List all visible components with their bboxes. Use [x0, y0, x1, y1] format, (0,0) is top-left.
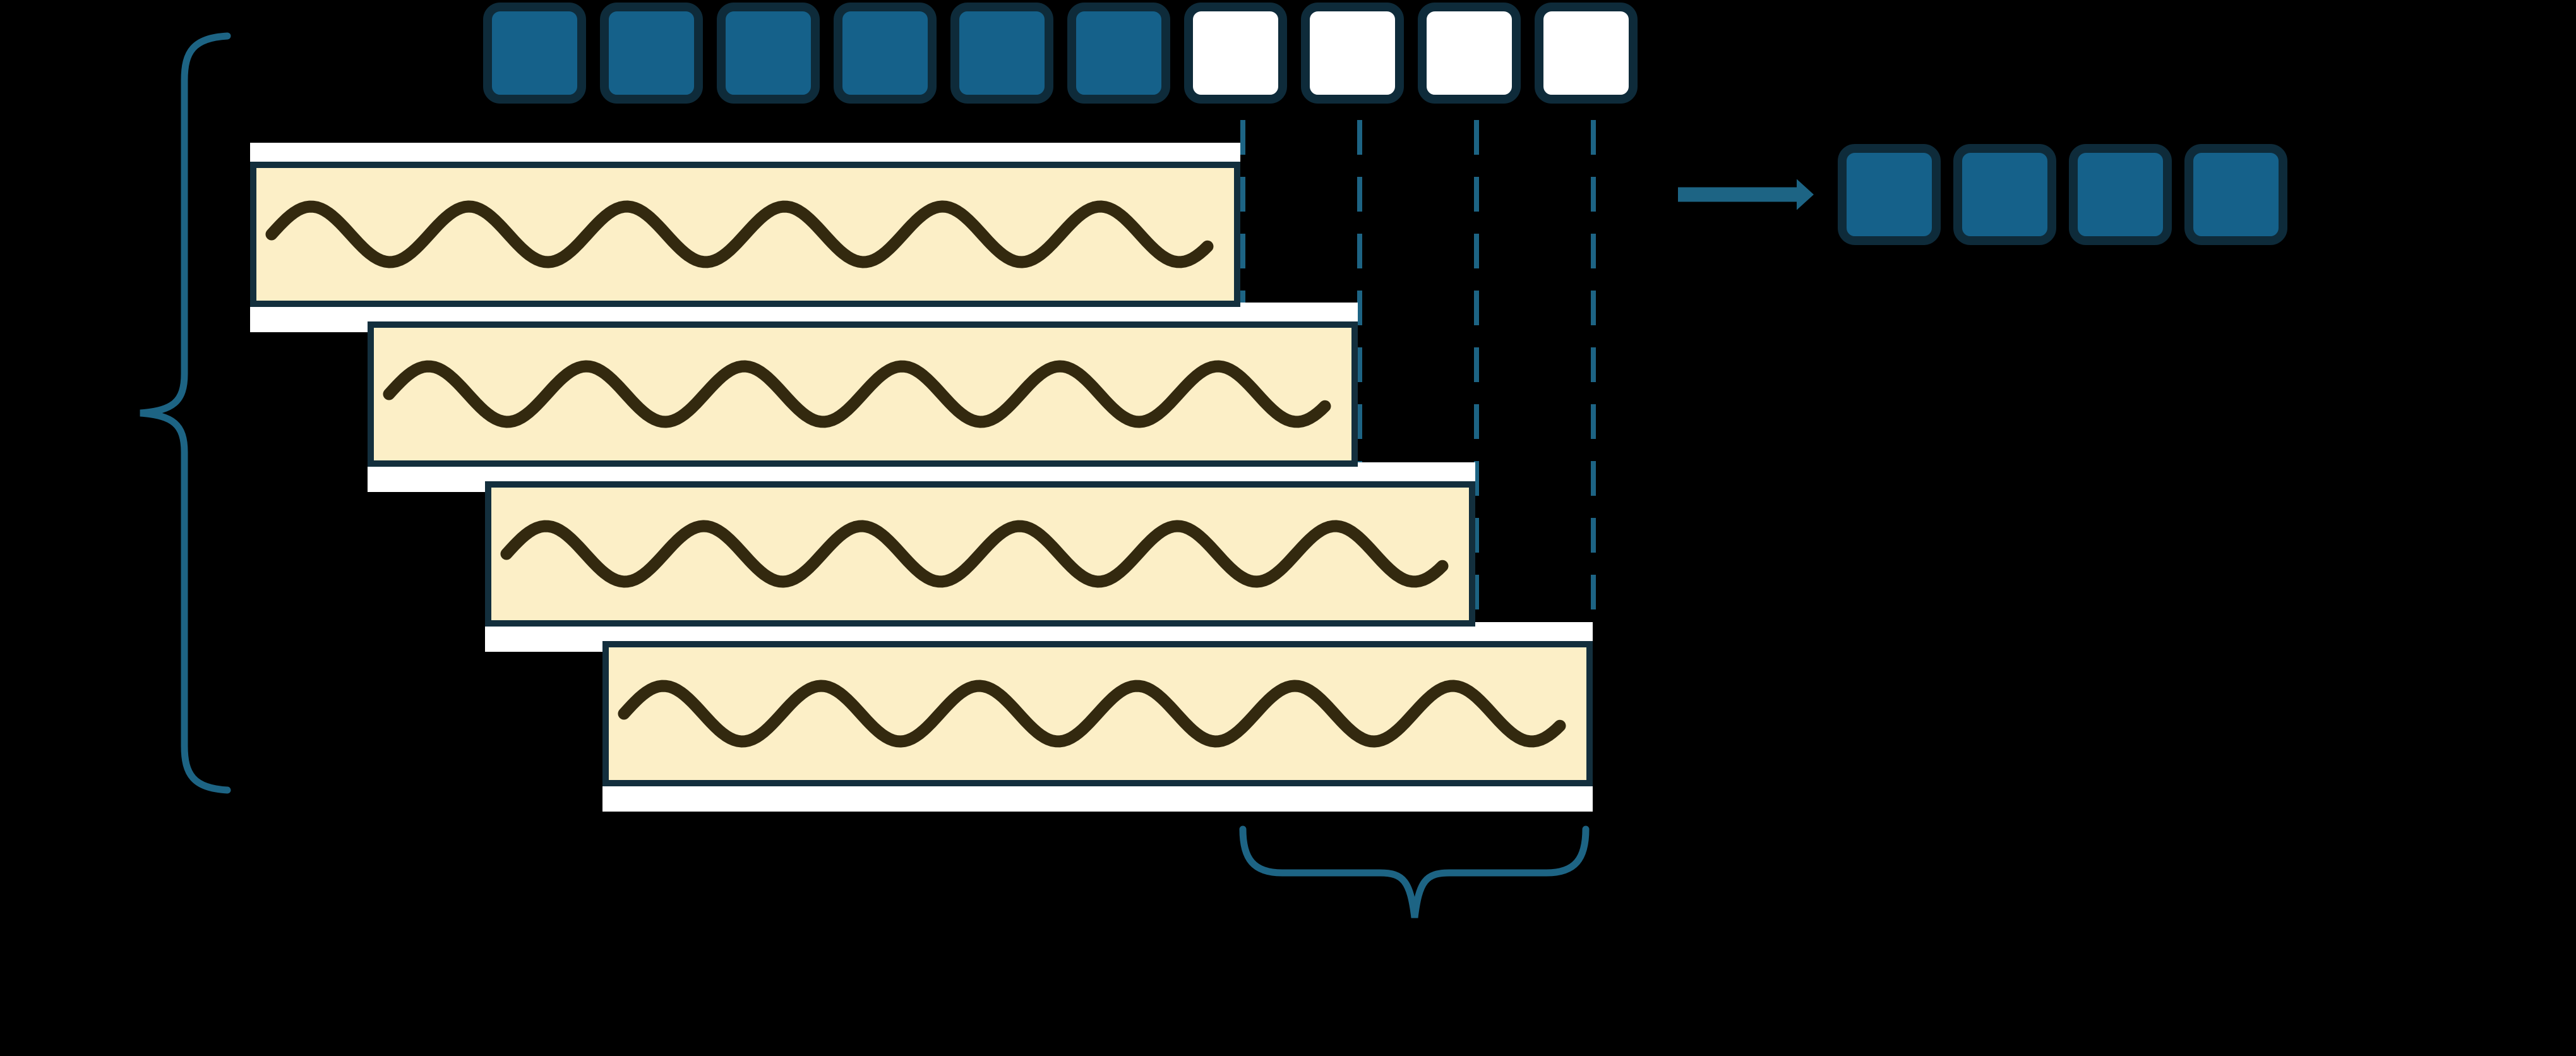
waveform-4 [618, 680, 1566, 748]
arrow-right-icon [1678, 179, 1814, 210]
output-frame-1 [1838, 144, 1941, 245]
output-frame-3 [2069, 144, 2172, 245]
input-frame-6 [1067, 3, 1170, 104]
waveform-2 [383, 360, 1331, 428]
input-frame-4 [834, 3, 937, 104]
lookahead-frame-9 [1418, 3, 1521, 104]
waveform-3 [500, 520, 1449, 588]
output-frame-2 [1953, 144, 2056, 245]
lookahead-frame-8 [1301, 3, 1404, 104]
output-frame-4 [2184, 144, 2287, 245]
lookahead-frame-10 [1535, 3, 1638, 104]
left-brace [140, 32, 231, 794]
lookahead-frame-7 [1184, 3, 1287, 104]
chunk-strip-3 [485, 481, 1475, 627]
waveform-1 [265, 200, 1214, 268]
input-frame-3 [717, 3, 820, 104]
bottom-brace [1239, 825, 1590, 918]
input-frame-2 [600, 3, 703, 104]
input-frame-1 [483, 3, 586, 104]
input-frame-5 [950, 3, 1053, 104]
chunk-strip-2 [368, 321, 1358, 467]
